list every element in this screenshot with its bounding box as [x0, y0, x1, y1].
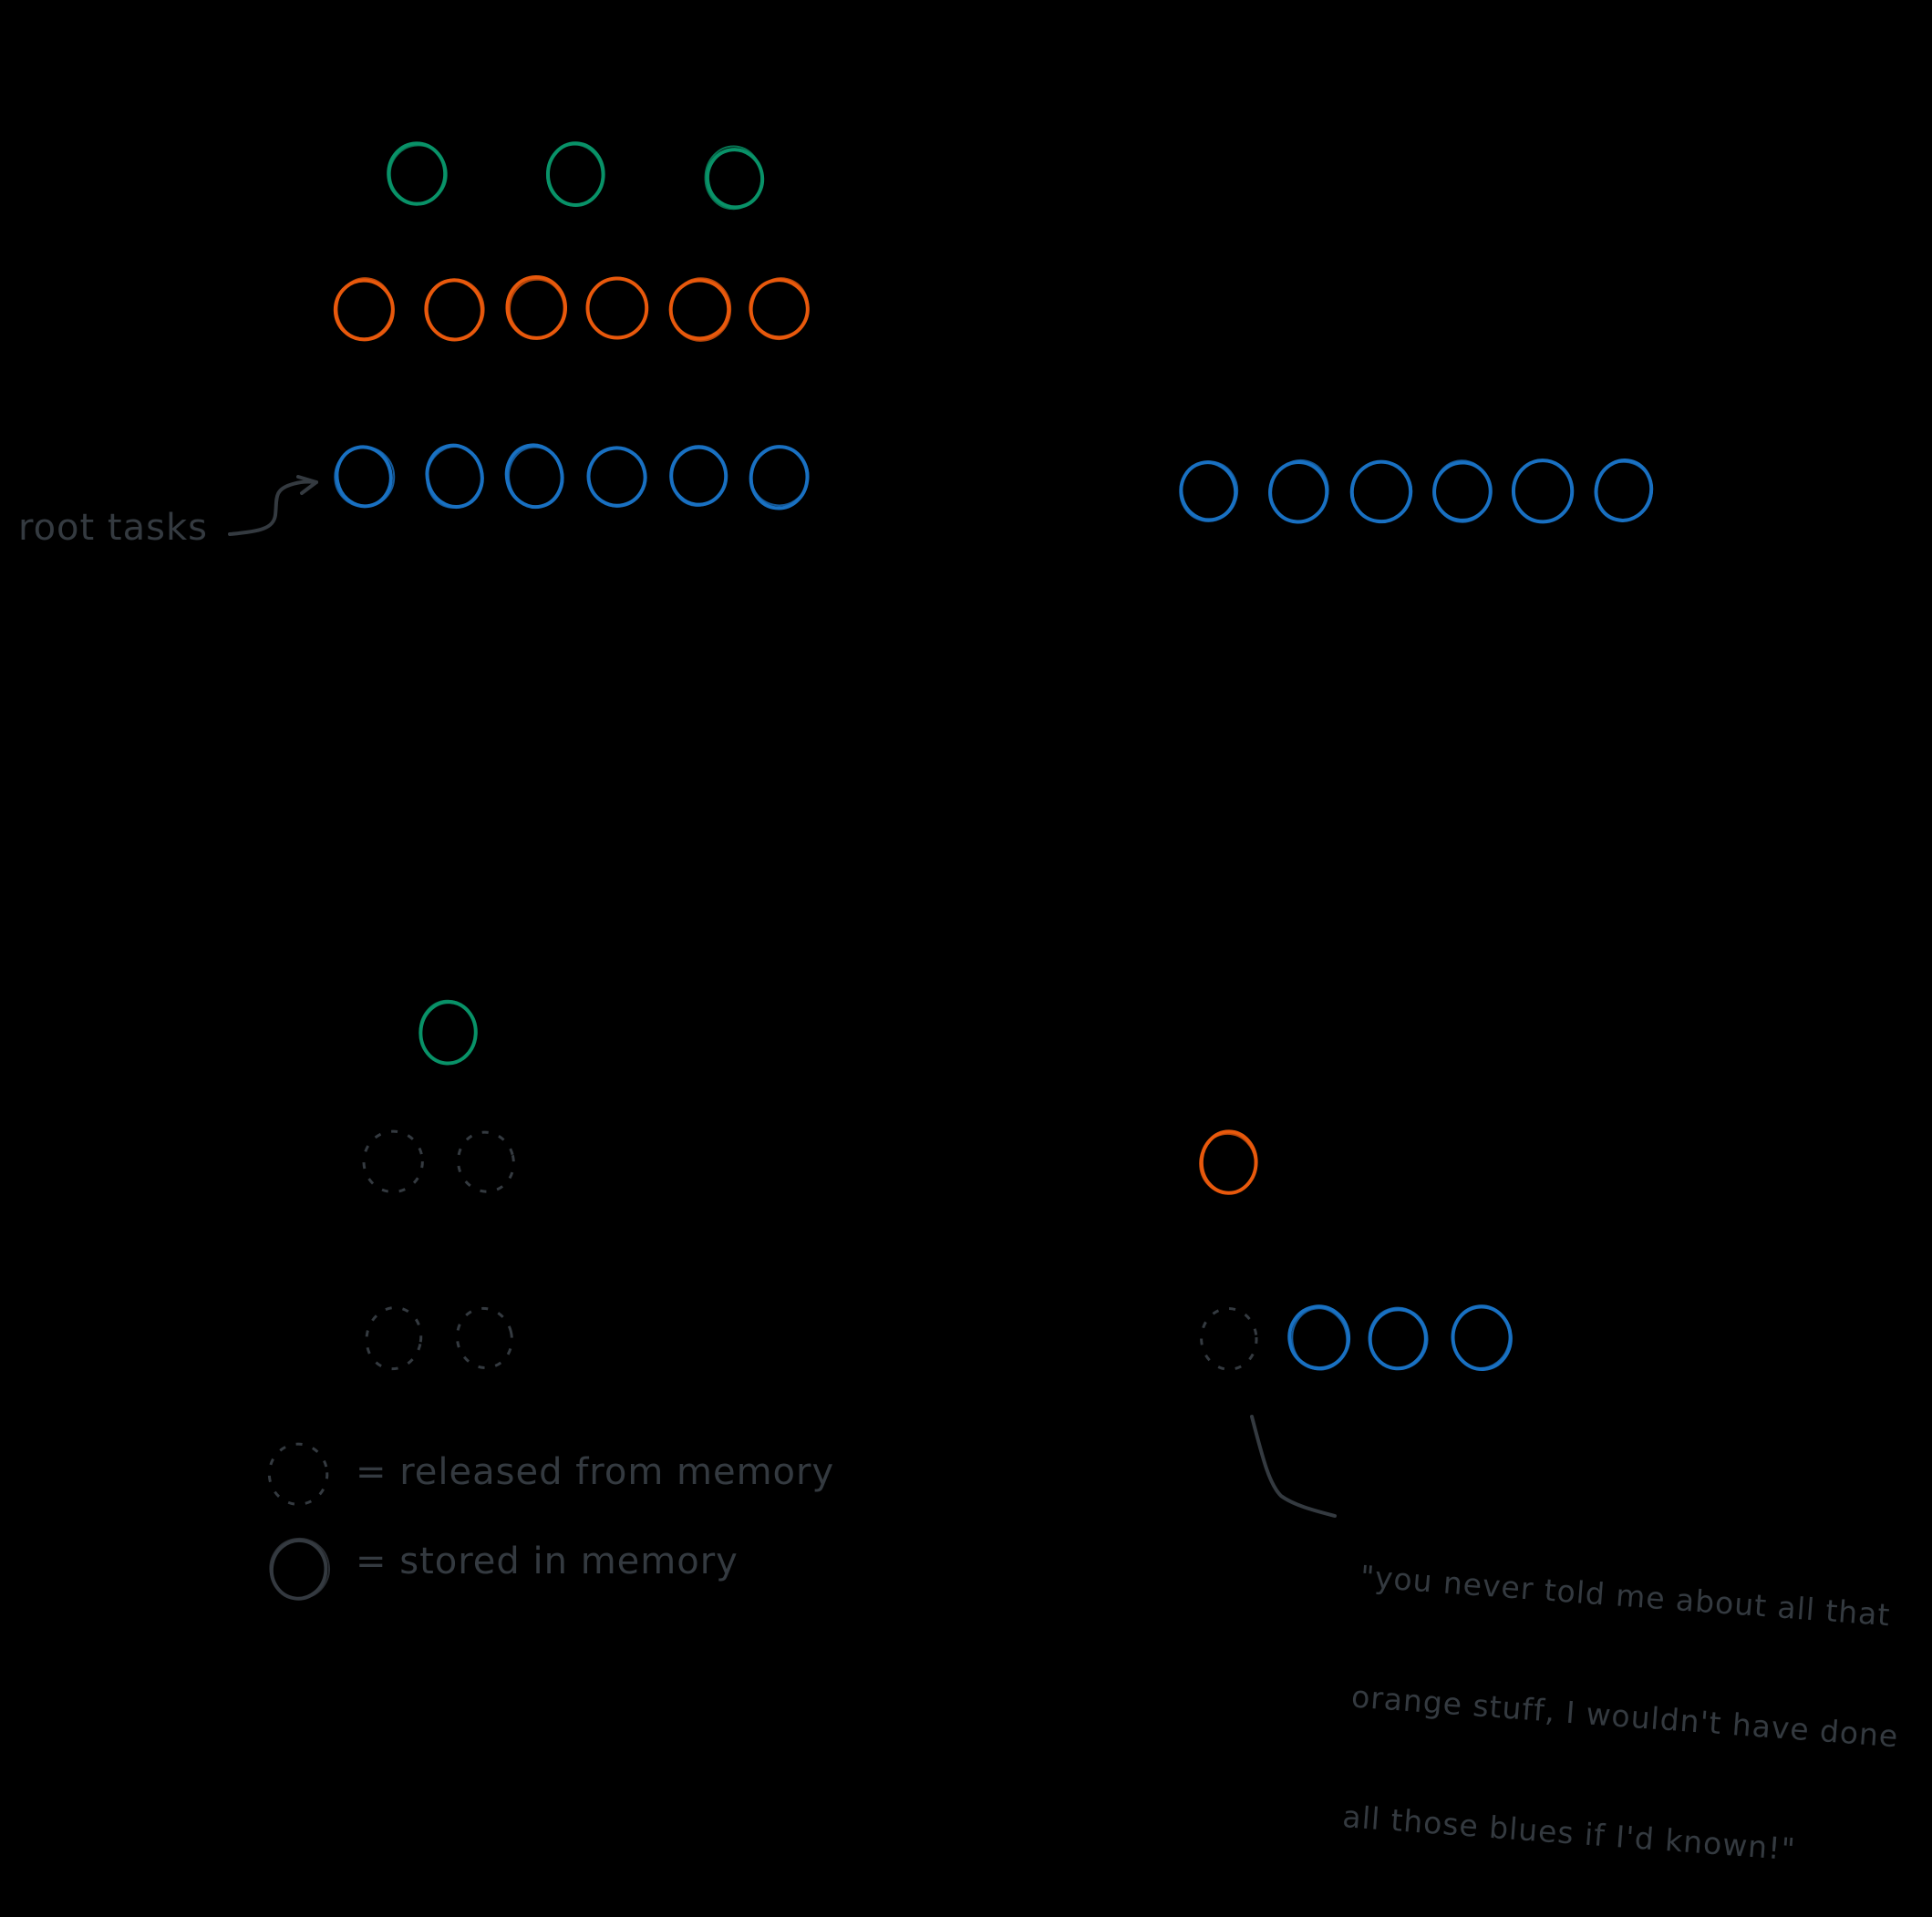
top-right-task-graph: [1179, 459, 1654, 524]
blue-root-task-node: [669, 445, 728, 507]
blue-root-task-node: [749, 445, 810, 510]
root-tasks-label: root tasks: [18, 507, 208, 549]
top-left-task-graph: [333, 141, 810, 510]
blue-root-task-node: [1511, 459, 1575, 524]
diagram-canvas: [0, 0, 1932, 1627]
orange-task-node: [505, 275, 568, 340]
blue-root-task-node: [1368, 1306, 1429, 1371]
quote-annotation: "you never told me about all that orange…: [1338, 1477, 1915, 1917]
green-task-node: [704, 145, 765, 211]
legend-released-circle-icon: [267, 1442, 329, 1506]
blue-root-task-node: [425, 443, 484, 509]
blue-root-task-node: [1432, 459, 1493, 523]
released-task-node: [1200, 1306, 1258, 1371]
orange-task-node: [424, 278, 485, 342]
blue-root-task-node: [1451, 1304, 1513, 1372]
legend-stored-label: = stored in memory: [356, 1541, 739, 1582]
quote-line-2: orange stuff, I wouldn't have done: [1349, 1678, 1900, 1755]
quote-line-3: all those blues if I'd known!": [1341, 1798, 1797, 1868]
blue-root-task-node: [1594, 459, 1654, 522]
orange-task-node: [668, 277, 732, 342]
released-task-node: [457, 1130, 515, 1193]
orange-task-node: [333, 277, 395, 342]
quote-line-1: "you never told me about all that: [1359, 1558, 1892, 1634]
orange-task-node: [749, 277, 810, 341]
blue-root-task-node: [1268, 459, 1329, 524]
green-task-node: [387, 141, 448, 206]
root-tasks-arrow-icon: [228, 475, 318, 536]
orange-task-node: [1199, 1129, 1258, 1195]
orange-task-node: [585, 276, 649, 340]
blue-root-task-node: [334, 445, 396, 509]
blue-root-task-node: [1179, 460, 1239, 522]
released-task-node: [362, 1129, 424, 1194]
blue-root-task-node: [1349, 459, 1413, 524]
quote-pointer-line: [1250, 1415, 1337, 1518]
green-task-node: [545, 141, 605, 207]
bottom-right-task-graph: [1199, 1129, 1513, 1372]
released-task-node: [455, 1306, 513, 1369]
legend-symbols: [267, 1442, 330, 1601]
legend-released-label: = released from memory: [356, 1451, 835, 1493]
background: [0, 0, 1932, 1627]
blue-root-task-node: [586, 446, 647, 508]
green-task-node: [418, 999, 478, 1066]
blue-root-task-node: [504, 443, 564, 510]
blue-root-task-node: [1287, 1304, 1351, 1371]
legend-stored-circle-icon: [269, 1537, 330, 1601]
